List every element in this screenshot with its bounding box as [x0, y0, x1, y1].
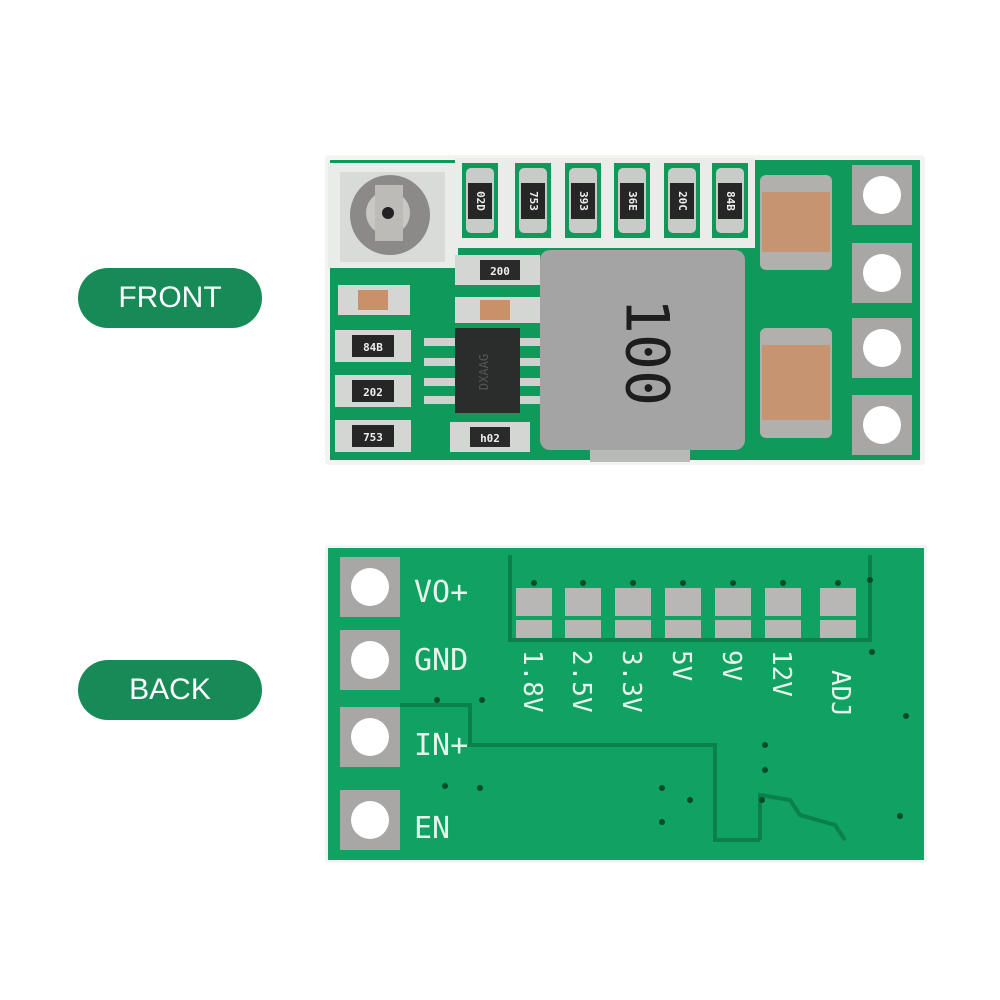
jumper-pad[interactable] [565, 588, 601, 616]
potentiometer [340, 172, 445, 262]
pin-hole [351, 568, 389, 606]
pin-label: IN+ [414, 728, 468, 763]
jumper-pad[interactable] [516, 620, 552, 638]
jumper-pad[interactable] [765, 588, 801, 616]
left-resistor-column: 84B 202 753 [335, 330, 411, 452]
front-label: FRONT [78, 268, 262, 328]
resistor-marking: 753 [527, 191, 540, 211]
ic-marking: DXAAG [477, 354, 491, 390]
pin-hole [863, 329, 901, 367]
voltage-label: 2.5V [566, 650, 596, 713]
pin-hole [863, 176, 901, 214]
jumper-pad[interactable] [615, 620, 651, 638]
voltage-label: 12V [766, 650, 796, 697]
resistor-marking: 202 [363, 386, 383, 399]
resistor-marking: 20C [676, 191, 689, 211]
back-board: VO+ GND IN+ EN 1.8V 2.5V 3.3V 5V 9V 12V ADJ [325, 545, 927, 863]
inductor: 100 [540, 250, 745, 462]
resistor-marking: 84B [724, 191, 737, 211]
resistor-marking: 753 [363, 431, 383, 444]
resistor-marking: h02 [480, 432, 500, 445]
jumper-pad[interactable] [820, 620, 856, 638]
back-pin-pads [340, 557, 400, 850]
pin-hole [351, 641, 389, 679]
resistor-marking: 36E [626, 191, 639, 211]
voltage-label: 5V [666, 650, 696, 681]
top-resistor-row: 02D 753 393 36E 20C 84B [462, 163, 748, 238]
capacitor [760, 328, 832, 438]
pin-label: GND [414, 643, 468, 678]
jumper-pad[interactable] [715, 588, 751, 616]
pin-hole [351, 801, 389, 839]
pin-hole [351, 718, 389, 756]
front-board: 02D 753 393 36E 20C 84B 84B 202 753 200 h02 DXA… [325, 155, 925, 465]
pin-label: VO+ [414, 575, 468, 610]
regulator-ic: DXAAG [424, 328, 549, 413]
jumper-pad[interactable] [820, 588, 856, 616]
capacitor [760, 175, 832, 270]
jumper-pad[interactable] [715, 620, 751, 638]
jumper-pad[interactable] [665, 588, 701, 616]
voltage-label: 1.8V [517, 650, 547, 713]
resistor-marking: 200 [490, 265, 510, 278]
voltage-label: 3.3V [616, 650, 646, 713]
jumper-pad[interactable] [615, 588, 651, 616]
pin-hole [863, 254, 901, 292]
voltage-jumpers: 1.8V 2.5V 3.3V 5V 9V 12V ADJ [516, 580, 856, 717]
resistor-marking: 02D [474, 191, 487, 211]
vias [434, 577, 909, 825]
front-pin-pads [852, 165, 912, 455]
back-label: BACK [78, 660, 262, 720]
back-pin-labels: VO+ GND IN+ EN [414, 575, 468, 846]
resistor-marking: 84B [363, 341, 383, 354]
pin-label: EN [414, 811, 450, 846]
voltage-label: 9V [716, 650, 746, 681]
pin-hole [863, 406, 901, 444]
inductor-marking: 100 [611, 298, 681, 406]
jumper-pad[interactable] [665, 620, 701, 638]
left-capacitor [338, 285, 410, 315]
resistor-marking: 393 [577, 191, 590, 211]
jumper-pad[interactable] [765, 620, 801, 638]
voltage-label: ADJ [825, 670, 855, 717]
jumper-pad[interactable] [516, 588, 552, 616]
jumper-pad[interactable] [565, 620, 601, 638]
